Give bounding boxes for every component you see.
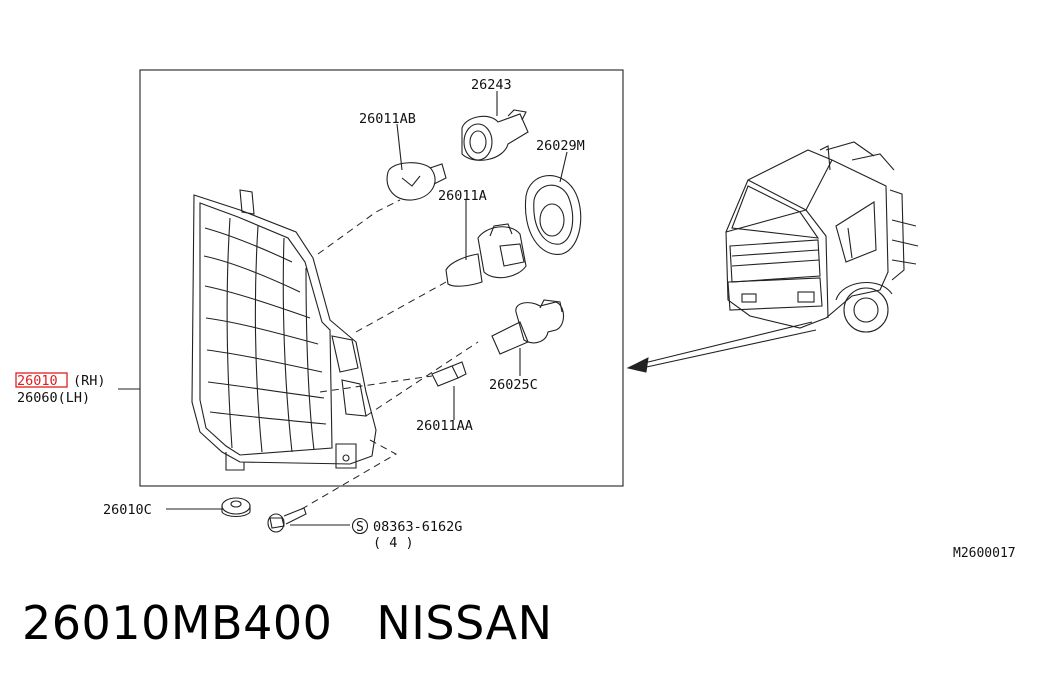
truck-illustration [725,141,919,333]
label-26010: 26010 [17,373,58,389]
leader-lines [118,91,568,526]
location-pointer-arrow [626,321,817,373]
label-26060-lh: 26060(LH) [17,390,90,406]
label-08363-6162g: 08363-6162G [373,519,462,535]
screw-08363-6162g [267,507,307,533]
bulb-26011a [445,223,527,287]
label-26025c: 26025C [489,377,538,393]
assembly-guide-lines [299,199,479,511]
label-26011aa: 26011AA [416,418,473,434]
label-26029m: 26029M [536,138,585,154]
socket-26243 [461,109,529,161]
combination-lamp-housing [191,189,377,471]
label-26011a: 26011A [438,188,487,204]
caption-part-number: 26010MB400 [22,596,333,650]
assembly-frame [139,69,624,487]
caption-brand: NISSAN [376,596,553,650]
label-26011ab: 26011AB [359,111,416,127]
highlight-box-26010 [15,372,68,388]
bulb-26011ab [386,162,447,201]
socket-26025c [491,299,565,355]
label-screw-symbol: S [356,520,364,535]
label-26243: 26243 [471,77,512,93]
part-caption: 26010MB400 NISSAN [22,596,553,650]
reference-code: M2600017 [953,546,1016,561]
label-26010c: 26010C [103,502,152,518]
bulb-26011aa [431,361,467,387]
label-rh-suffix: (RH) [73,373,106,389]
label-qty-4: ( 4 ) [373,535,414,551]
screw-symbol-circle [351,517,369,535]
washer-26010c [221,497,251,518]
gasket-26029m [524,175,582,255]
